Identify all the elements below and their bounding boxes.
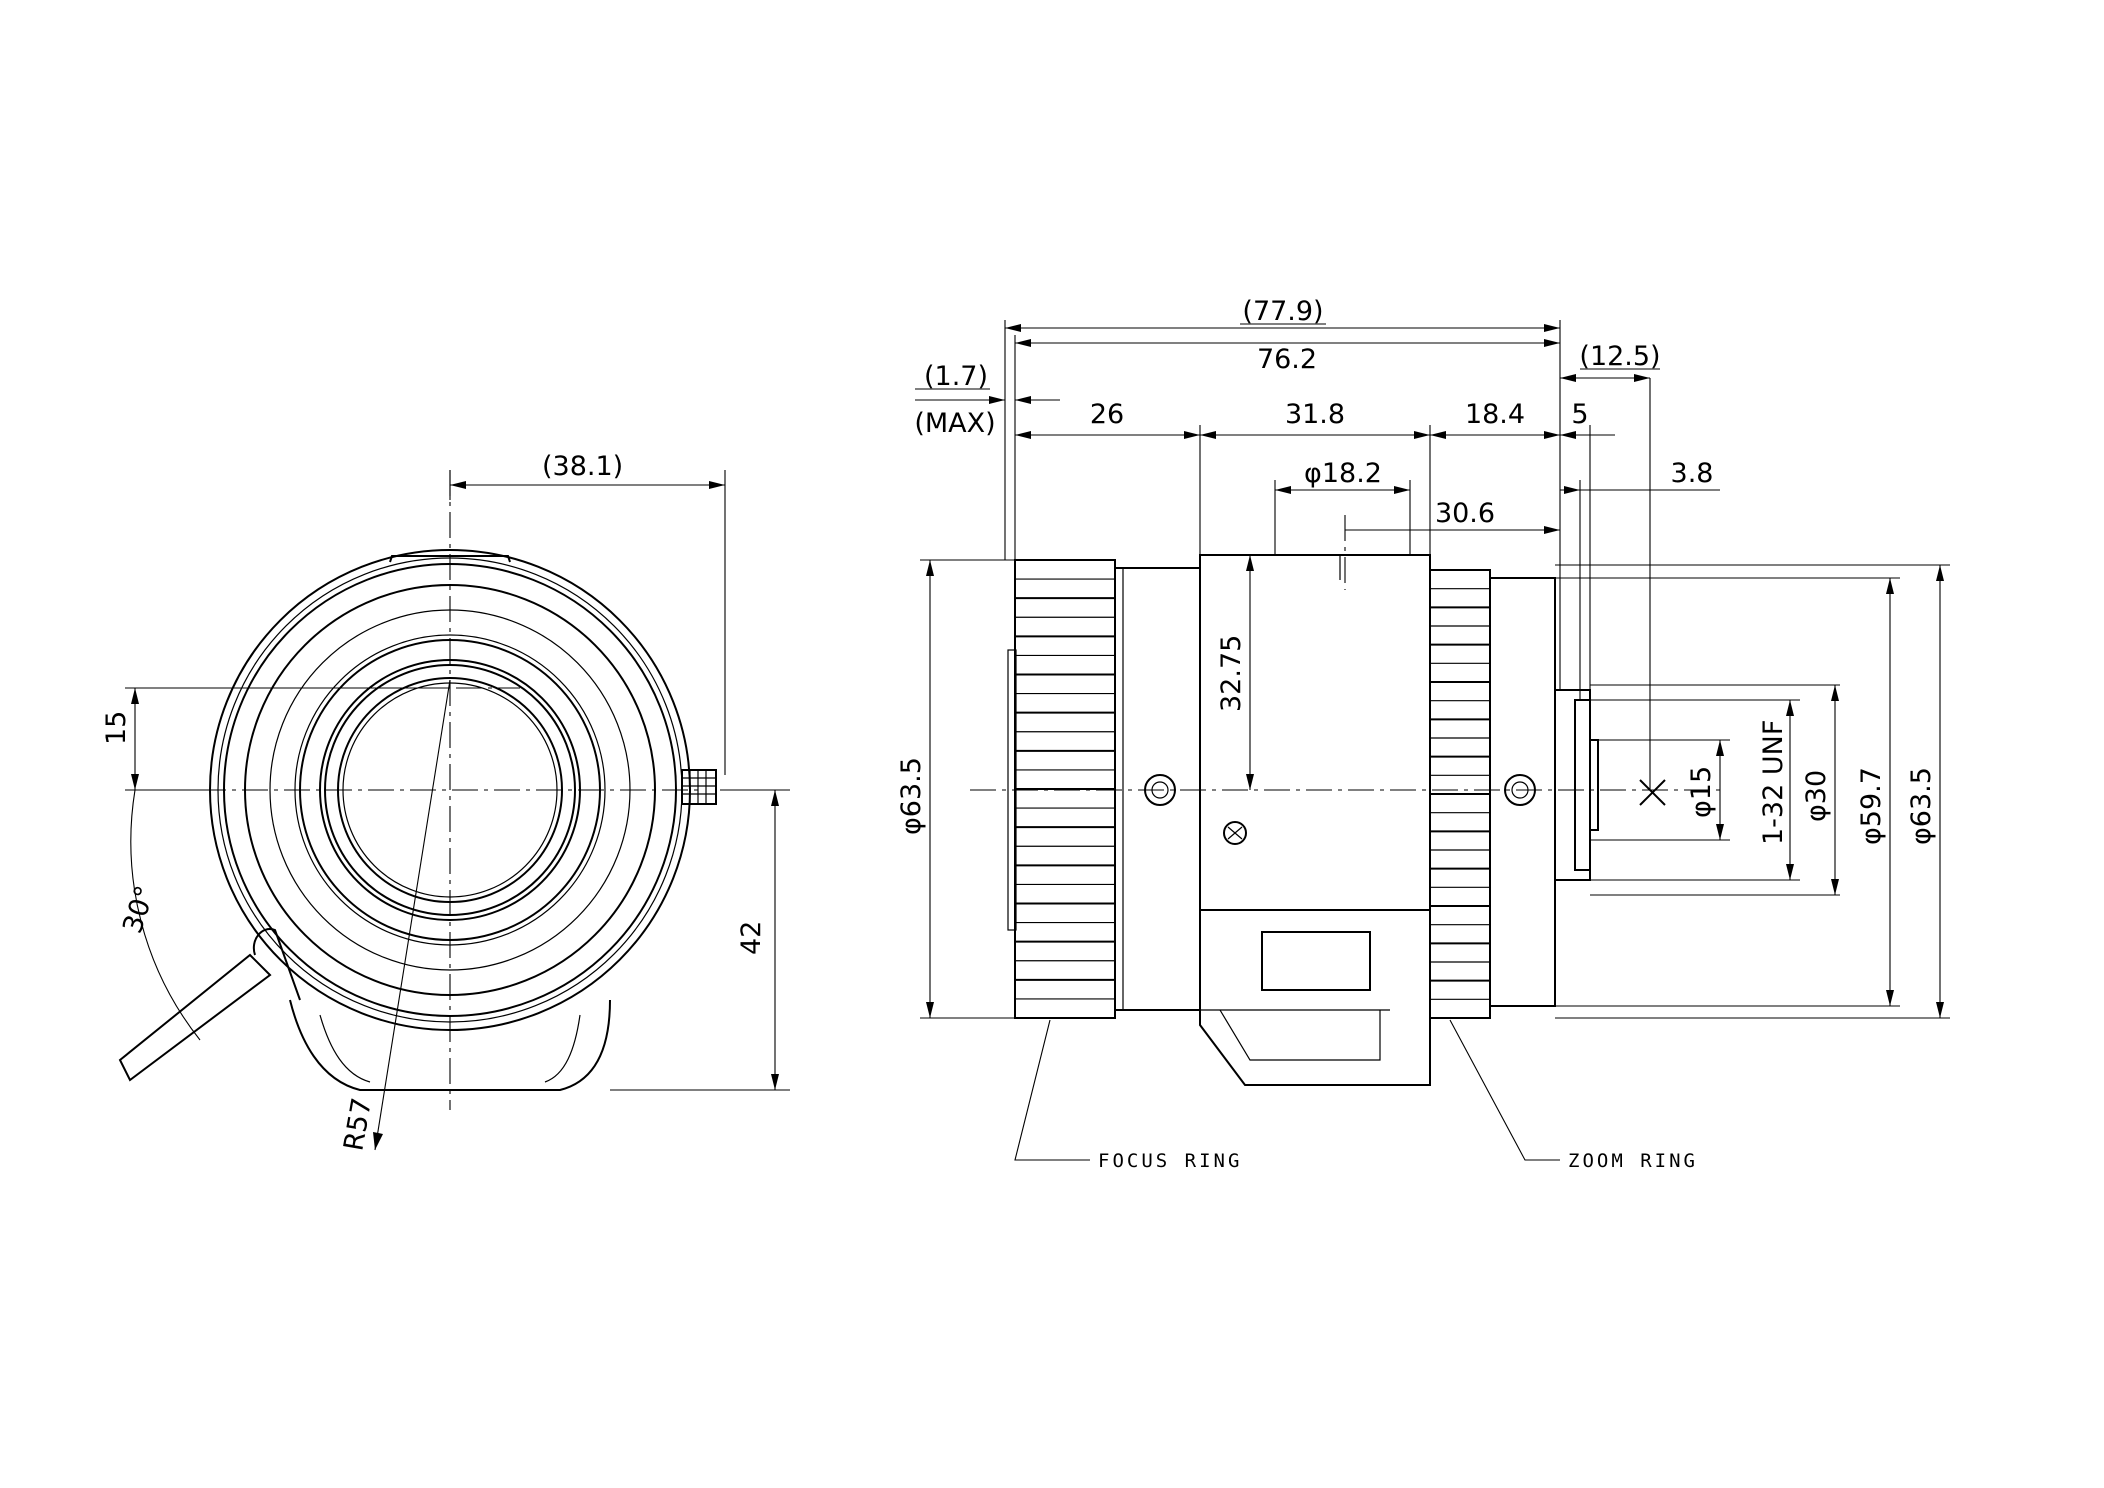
dim-front-radius: R57 — [338, 1096, 378, 1154]
dim-seg-mount: 5 — [1571, 399, 1588, 430]
zoom-ring-grip — [1430, 588, 1490, 1000]
focus-ring-label: FOCUS RING — [1098, 1150, 1242, 1172]
dim-front-angle: 30° — [117, 882, 161, 937]
arrowheads — [131, 324, 1944, 1150]
dim-seg-front: 26 — [1090, 399, 1124, 430]
dim-max-dia: φ63.5 — [1906, 767, 1937, 845]
dim-thread: 1-32 UNF — [1758, 720, 1789, 845]
dim-overall-length: (77.9) — [1242, 296, 1323, 327]
dim-front-width: (38.1) — [542, 451, 623, 482]
dim-front-offset: 15 — [101, 711, 132, 745]
dim-front-dia: φ63.5 — [896, 757, 927, 835]
dim-flange-back: (12.5) — [1579, 341, 1660, 372]
dim-front-height: 42 — [736, 921, 767, 955]
dim-axis-height: 32.75 — [1216, 635, 1247, 712]
front-view — [118, 470, 790, 1151]
dim-inner-dia: φ15 — [1686, 766, 1717, 818]
zoom-ring-label: ZOOM RING — [1568, 1150, 1698, 1172]
dim-protrusion-note: (MAX) — [914, 408, 995, 439]
dim-mount-depth: 3.8 — [1671, 458, 1714, 489]
dim-protrusion: (1.7) — [924, 361, 988, 392]
dim-mount-dia: φ30 — [1801, 770, 1832, 822]
dim-barrel-dia: φ59.7 — [1856, 767, 1887, 845]
dim-window-dia: φ18.2 — [1304, 458, 1382, 489]
dim-window-pos: 30.6 — [1435, 498, 1495, 529]
focus-ring-grip — [1015, 578, 1115, 1000]
dim-seg-rear: 18.4 — [1465, 399, 1525, 430]
dim-body-length: 76.2 — [1257, 344, 1317, 375]
side-view — [915, 320, 1950, 1161]
dim-seg-mid: 31.8 — [1285, 399, 1345, 430]
side-view-labels: (77.9) 76.2 (12.5) (1.7) (MAX) 26 31.8 1… — [896, 296, 1937, 1172]
